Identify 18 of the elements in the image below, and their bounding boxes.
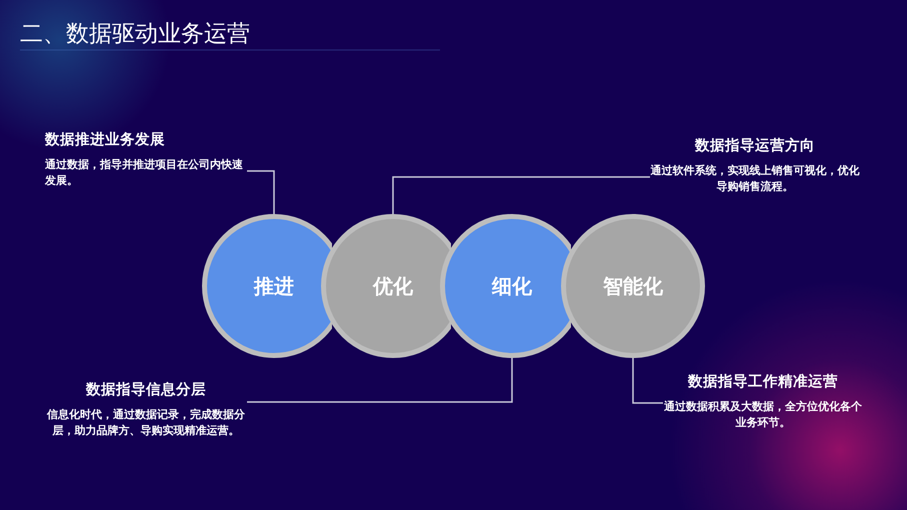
leader-line	[392, 176, 650, 214]
description-text: 通过数据积累及大数据，全方位优化各个业务环节。	[663, 399, 863, 431]
circle-label: 推进	[254, 272, 294, 300]
leader-line	[632, 358, 663, 404]
heading: 数据指导运营方向	[694, 136, 816, 155]
slide-title: 二、数据驱动业务运营	[20, 20, 250, 49]
leader-line	[247, 358, 513, 403]
leader-line	[247, 170, 275, 214]
heading: 数据推进业务发展	[45, 130, 166, 149]
circle-node	[561, 214, 705, 358]
circle-label: 细化	[492, 272, 532, 300]
circle-label: 优化	[373, 272, 413, 300]
circle-label: 智能化	[603, 272, 663, 300]
description-text: 信息化时代，通过数据记录，完成数据分层，助力品牌方、导购实现精准运营。	[46, 407, 246, 439]
heading: 数据指导工作精准运营	[686, 372, 839, 391]
description-text: 通过软件系统，实现线上销售可视化，优化导购销售流程。	[650, 163, 860, 195]
heading: 数据指导信息分层	[84, 380, 207, 399]
description-text: 通过数据，指导并推进项目在公司内快速发展。	[45, 157, 244, 189]
